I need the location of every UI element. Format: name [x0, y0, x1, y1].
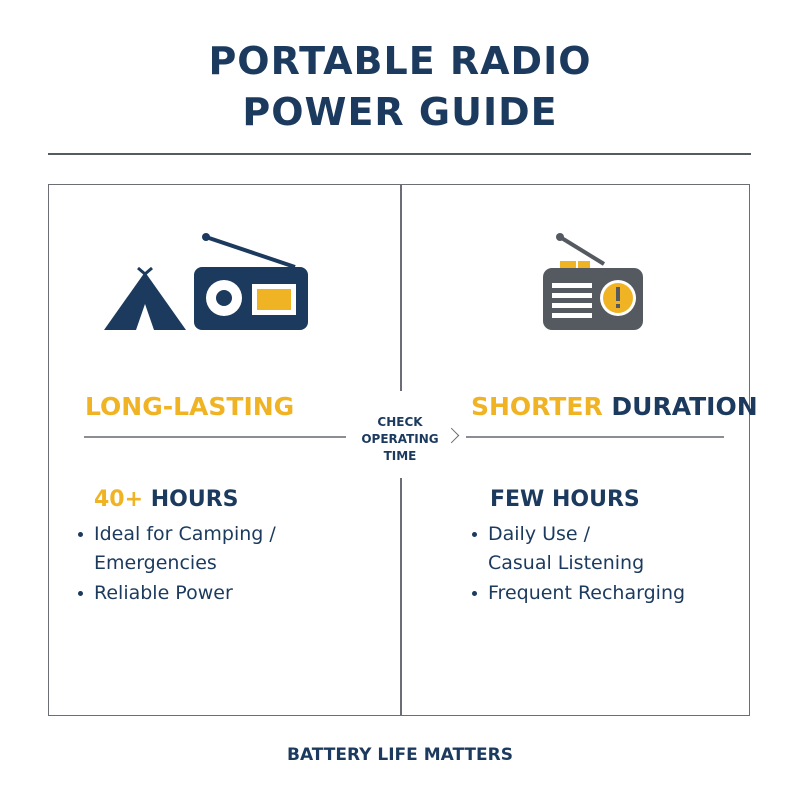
title-divider: [48, 153, 751, 155]
center-label-line-3: TIME: [383, 449, 417, 463]
radio-warning-icon: [543, 233, 643, 330]
left-heading: LONG-LASTING: [85, 392, 295, 421]
bullet-line: Frequent Recharging: [488, 582, 686, 604]
bullet-line: Daily Use /: [488, 523, 591, 545]
center-label: CHECK OPERATING TIME: [350, 414, 450, 465]
tent-icon: [104, 266, 186, 330]
left-subheading-accent: 40+: [94, 487, 144, 512]
right-connector-line: [466, 436, 724, 438]
left-subheading: 40+ HOURS: [94, 486, 239, 514]
right-heading: SHORTER DURATION: [471, 392, 758, 422]
left-subheading-text: HOURS: [143, 487, 239, 512]
right-bullet-list: Daily Use / Casual Listening Frequent Re…: [472, 520, 685, 609]
comparison-frame: [48, 184, 750, 716]
list-item: Frequent Recharging: [472, 579, 685, 608]
bullet-line: Reliable Power: [94, 582, 233, 604]
footer-tagline: BATTERY LIFE MATTERS: [287, 745, 513, 765]
list-item: Daily Use / Casual Listening: [472, 520, 685, 578]
radio-battery-full-icon: [194, 233, 308, 330]
center-divider-bottom: [400, 478, 402, 716]
right-heading-text: DURATION: [602, 392, 758, 421]
center-divider-top: [400, 184, 402, 391]
page-title-line-2: POWER GUIDE: [242, 90, 558, 134]
left-bullet-list: Ideal for Camping / Emergencies Reliable…: [78, 520, 276, 609]
right-heading-accent: SHORTER: [471, 392, 603, 421]
left-connector-line: [84, 436, 346, 438]
bullet-line: Ideal for Camping /: [94, 523, 276, 545]
center-label-line-1: CHECK: [377, 415, 423, 429]
list-item: Reliable Power: [78, 579, 276, 608]
right-subheading: FEW HOURS: [490, 487, 640, 512]
page-title-line-1: PORTABLE RADIO: [208, 39, 592, 83]
bullet-line: Casual Listening: [488, 552, 645, 574]
list-item: Ideal for Camping / Emergencies: [78, 520, 276, 578]
center-label-line-2: OPERATING: [361, 432, 439, 446]
bullet-line: Emergencies: [94, 552, 217, 574]
